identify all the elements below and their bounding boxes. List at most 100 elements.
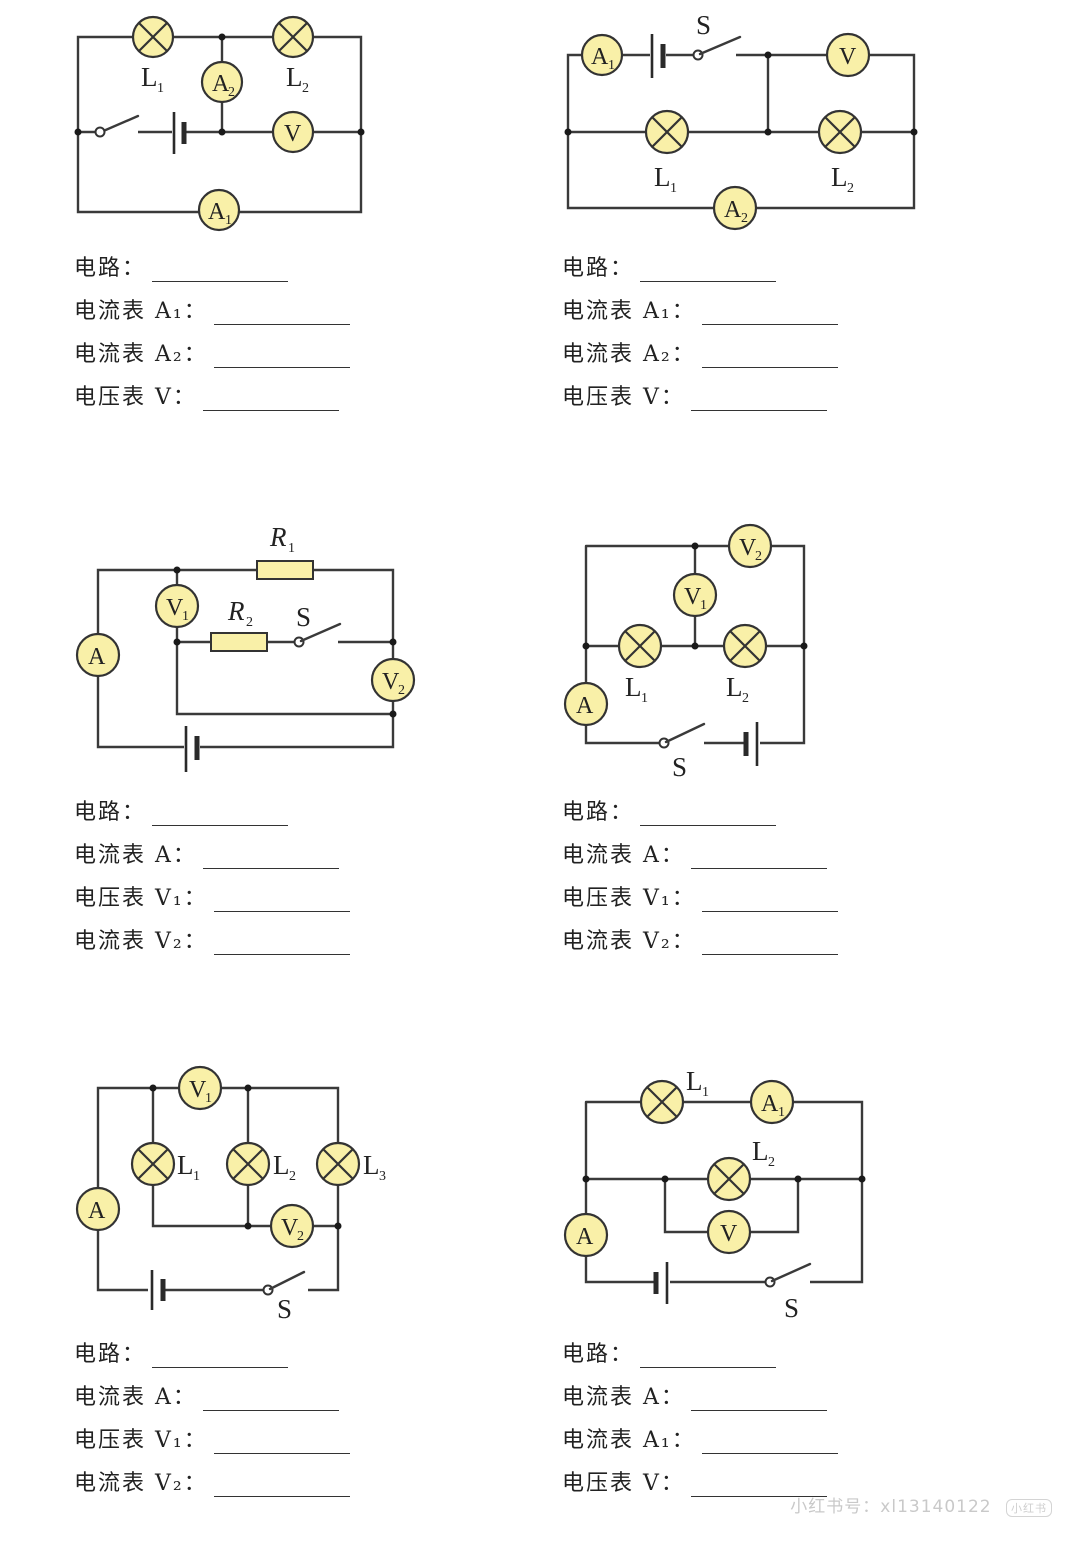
question-line: 电流表 A₁： xyxy=(562,1422,838,1465)
svg-text:L: L xyxy=(141,62,158,92)
voltmeter-icon: V2 xyxy=(727,523,773,569)
svg-text:2: 2 xyxy=(742,691,749,706)
svg-text:V: V xyxy=(284,121,302,147)
svg-text:L: L xyxy=(273,1150,290,1180)
ammeter-icon: A2 xyxy=(200,60,244,104)
answer-blank[interactable] xyxy=(202,1388,339,1411)
svg-text:2: 2 xyxy=(398,683,405,698)
question-list-4: 电路： 电流表 A： 电压表 V₁： 电流表 V₂： xyxy=(562,794,838,966)
svg-text:1: 1 xyxy=(225,213,232,228)
watermark: 小红书号：xl13140122 小红书 xyxy=(790,1492,1052,1517)
resistor-icon xyxy=(256,560,314,580)
answer-blank[interactable] xyxy=(690,1388,827,1411)
voltmeter-icon: V1 xyxy=(177,1065,223,1111)
svg-text:2: 2 xyxy=(246,615,253,630)
voltmeter-icon: V2 xyxy=(269,1203,315,1249)
answer-blank[interactable] xyxy=(640,803,777,826)
lamp-icon xyxy=(706,1156,752,1202)
svg-text:2: 2 xyxy=(228,85,235,100)
svg-text:2: 2 xyxy=(755,549,762,564)
answer-blank[interactable] xyxy=(701,932,838,955)
question-line: 电流表 V₂： xyxy=(562,923,838,966)
answer-blank[interactable] xyxy=(202,388,339,411)
answer-blank[interactable] xyxy=(701,889,838,912)
svg-text:3: 3 xyxy=(379,1169,386,1184)
svg-text:R: R xyxy=(227,596,245,626)
answer-blank[interactable] xyxy=(690,388,827,411)
answer-blank[interactable] xyxy=(701,302,838,325)
answer-blank[interactable] xyxy=(213,1431,350,1454)
question-line: 电压表 V₁： xyxy=(562,880,838,923)
voltmeter-icon: V xyxy=(271,110,315,154)
answer-blank[interactable] xyxy=(213,1474,350,1497)
question-line: 电流表 A₂： xyxy=(74,336,350,379)
svg-text:A: A xyxy=(591,44,609,70)
svg-text:V: V xyxy=(739,535,757,561)
svg-text:A: A xyxy=(576,1224,594,1250)
lamp-icon xyxy=(225,1141,271,1187)
question-line: 电路： xyxy=(562,250,838,293)
answer-blank[interactable] xyxy=(640,1345,777,1368)
svg-text:1: 1 xyxy=(182,609,189,624)
answer-blank[interactable] xyxy=(701,1431,838,1454)
question-line: 电流表 A₂： xyxy=(562,336,838,379)
answer-blank[interactable] xyxy=(690,846,827,869)
svg-text:1: 1 xyxy=(778,1105,785,1120)
svg-text:S: S xyxy=(672,752,687,782)
question-line: 电路： xyxy=(74,1336,350,1379)
svg-text:2: 2 xyxy=(297,1229,304,1244)
question-list-1: 电路： 电流表 A₁： 电流表 A₂： 电压表 V： xyxy=(74,250,350,422)
lamp-icon xyxy=(639,1079,685,1125)
svg-text:1: 1 xyxy=(205,1091,212,1106)
question-line: 电流表 V₂： xyxy=(74,923,350,966)
lamp-icon xyxy=(617,623,663,669)
answer-blank[interactable] xyxy=(690,1474,827,1497)
answer-blank[interactable] xyxy=(213,932,350,955)
question-line: 电路： xyxy=(562,1336,838,1379)
svg-text:A: A xyxy=(761,1091,779,1117)
question-line: 电压表 V₁： xyxy=(74,1422,350,1465)
svg-text:S: S xyxy=(296,602,311,632)
voltmeter-icon: V xyxy=(706,1209,752,1255)
svg-text:L: L xyxy=(177,1150,194,1180)
svg-text:2: 2 xyxy=(847,181,854,196)
lamp-icon xyxy=(130,1141,176,1187)
question-line: 电压表 V₁： xyxy=(74,880,350,923)
ammeter-icon: A xyxy=(75,632,121,678)
answer-blank[interactable] xyxy=(202,846,339,869)
svg-text:V: V xyxy=(281,1215,299,1241)
answer-blank[interactable] xyxy=(640,259,777,282)
svg-text:R: R xyxy=(269,522,287,552)
answer-blank[interactable] xyxy=(213,345,350,368)
question-line: 电路： xyxy=(562,794,838,837)
question-line: 电流表 A： xyxy=(74,837,350,880)
question-list-6: 电路： 电流表 A： 电流表 A₁： 电压表 V： xyxy=(562,1336,838,1508)
answer-blank[interactable] xyxy=(213,889,350,912)
voltmeter-icon: V1 xyxy=(672,572,718,618)
svg-text:S: S xyxy=(784,1293,799,1323)
svg-text:S: S xyxy=(277,1294,292,1324)
answer-blank[interactable] xyxy=(213,302,350,325)
answer-blank[interactable] xyxy=(152,259,289,282)
svg-text:1: 1 xyxy=(700,598,707,613)
answer-blank[interactable] xyxy=(152,1345,289,1368)
answer-blank[interactable] xyxy=(152,803,289,826)
svg-text:A: A xyxy=(576,693,594,719)
svg-text:L: L xyxy=(726,672,743,702)
svg-text:2: 2 xyxy=(289,1169,296,1184)
svg-text:A: A xyxy=(88,1198,106,1224)
answer-blank[interactable] xyxy=(701,345,838,368)
question-line: 电路： xyxy=(74,250,350,293)
svg-text:A: A xyxy=(88,644,106,670)
svg-text:1: 1 xyxy=(608,58,615,73)
svg-text:V: V xyxy=(382,669,400,695)
